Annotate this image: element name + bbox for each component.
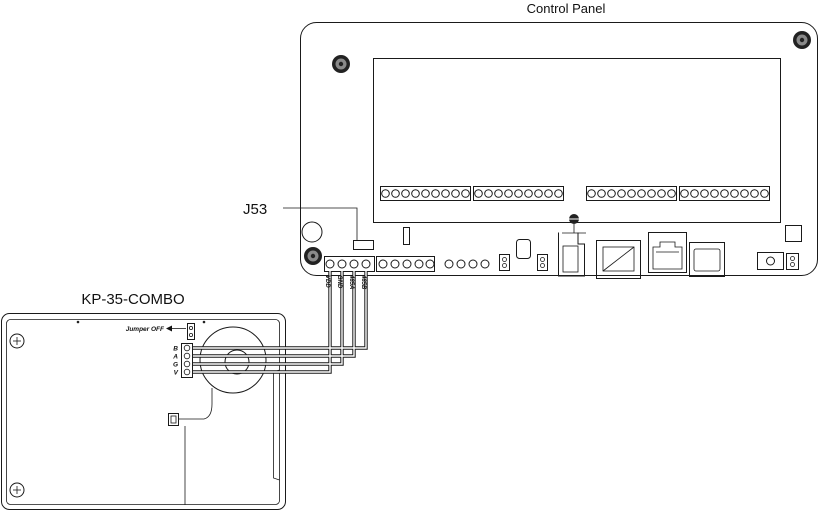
keypad-side-notch bbox=[273, 369, 280, 481]
header-2pin-c bbox=[786, 253, 799, 270]
tall-component bbox=[516, 239, 531, 259]
reset-button bbox=[757, 252, 784, 270]
power-jack bbox=[596, 240, 641, 279]
keypad-terminal-label-v: V bbox=[174, 370, 179, 377]
terminal-screw bbox=[391, 189, 400, 198]
terminal-screw bbox=[421, 189, 430, 198]
terminal-screw bbox=[534, 189, 543, 198]
terminal-screw bbox=[750, 189, 759, 198]
terminal-screw bbox=[617, 189, 626, 198]
mounting-screw-top-left bbox=[332, 55, 350, 73]
keypad-marker-dot bbox=[76, 320, 80, 324]
board-hole bbox=[301, 221, 323, 243]
terminal-screw bbox=[740, 189, 749, 198]
ethernet-port bbox=[648, 232, 687, 273]
terminal-screw bbox=[441, 189, 450, 198]
tamper-switch bbox=[168, 413, 179, 426]
pad-row bbox=[444, 259, 490, 269]
terminal-screw bbox=[587, 189, 596, 198]
header-2pin-a bbox=[499, 254, 510, 271]
panel-terminal-label-485b: 485B bbox=[360, 274, 366, 290]
panel-terminal-label-485a: 485A bbox=[348, 274, 354, 289]
terminal-screw bbox=[474, 189, 483, 198]
j53-leader-line bbox=[283, 207, 358, 241]
terminal-screw bbox=[647, 189, 656, 198]
terminal-block-2 bbox=[376, 256, 435, 272]
terminal-screw bbox=[381, 189, 390, 198]
terminal-screw bbox=[484, 189, 493, 198]
terminal-screw bbox=[627, 189, 636, 198]
terminal-strip-body bbox=[679, 186, 770, 201]
panel-terminal-label-gnd: GND bbox=[336, 275, 342, 289]
terminal-screw bbox=[494, 189, 503, 198]
small-component bbox=[403, 227, 410, 245]
terminal-screw bbox=[760, 189, 769, 198]
terminal-strip-body bbox=[473, 186, 564, 201]
keypad-title: KP-35-COMBO bbox=[81, 291, 184, 308]
terminal-screw bbox=[401, 189, 410, 198]
relay-component bbox=[558, 214, 586, 277]
terminal-strip-body bbox=[586, 186, 677, 201]
terminal-strip-body bbox=[380, 186, 471, 201]
terminal-screw bbox=[730, 189, 739, 198]
terminal-screw bbox=[544, 189, 553, 198]
keypad-housing bbox=[1, 313, 286, 510]
terminal-strip bbox=[679, 186, 770, 201]
terminal-screw bbox=[514, 189, 523, 198]
terminal-screw bbox=[690, 189, 699, 198]
terminal-screw bbox=[597, 189, 606, 198]
terminal-screw bbox=[637, 189, 646, 198]
rs485-terminal-block bbox=[324, 256, 375, 272]
terminal-strip bbox=[380, 186, 471, 201]
keypad-screw-top bbox=[9, 333, 25, 349]
terminal-screw bbox=[461, 189, 470, 198]
j53-jumper bbox=[353, 240, 374, 250]
keypad-terminal-label-g: G bbox=[173, 362, 178, 369]
terminal-screw bbox=[524, 189, 533, 198]
terminal-screw bbox=[411, 189, 420, 198]
j53-label: J53 bbox=[243, 201, 267, 218]
keypad-screw-bottom bbox=[9, 482, 25, 498]
terminal-screw bbox=[554, 189, 563, 198]
small-square-component bbox=[785, 225, 802, 242]
keypad-terminal-label-b: B bbox=[173, 346, 178, 353]
usb-port bbox=[689, 242, 725, 277]
control-panel-title: Control Panel bbox=[527, 1, 606, 16]
terminal-screw bbox=[667, 189, 676, 198]
header-2pin-b bbox=[537, 254, 548, 271]
terminal-screw bbox=[607, 189, 616, 198]
terminal-strip bbox=[473, 186, 564, 201]
panel-terminal-label-vdd: VDD bbox=[324, 275, 330, 288]
speaker bbox=[199, 326, 267, 394]
jumper-arrow bbox=[166, 325, 186, 332]
terminal-screw bbox=[680, 189, 689, 198]
keypad-jumper bbox=[187, 323, 195, 340]
terminal-screw bbox=[657, 189, 666, 198]
mounting-screw-top-right bbox=[793, 31, 811, 49]
terminal-screw bbox=[710, 189, 719, 198]
terminal-screw bbox=[431, 189, 440, 198]
mounting-screw-bottom-left bbox=[304, 247, 322, 265]
terminal-strips bbox=[380, 186, 770, 201]
keypad-marker-dot bbox=[202, 320, 206, 324]
terminal-strip bbox=[586, 186, 677, 201]
internal-cable bbox=[178, 388, 213, 420]
jumper-off-note: Jumper OFF bbox=[126, 326, 165, 333]
keypad-terminal-block bbox=[181, 343, 193, 378]
keypad-inner-frame bbox=[6, 319, 280, 505]
rs485-wires bbox=[192, 271, 368, 374]
keypad-terminal-label-a: A bbox=[172, 354, 178, 361]
terminal-screw bbox=[504, 189, 513, 198]
terminal-screw bbox=[451, 189, 460, 198]
terminal-screw bbox=[720, 189, 729, 198]
terminal-screw bbox=[700, 189, 709, 198]
